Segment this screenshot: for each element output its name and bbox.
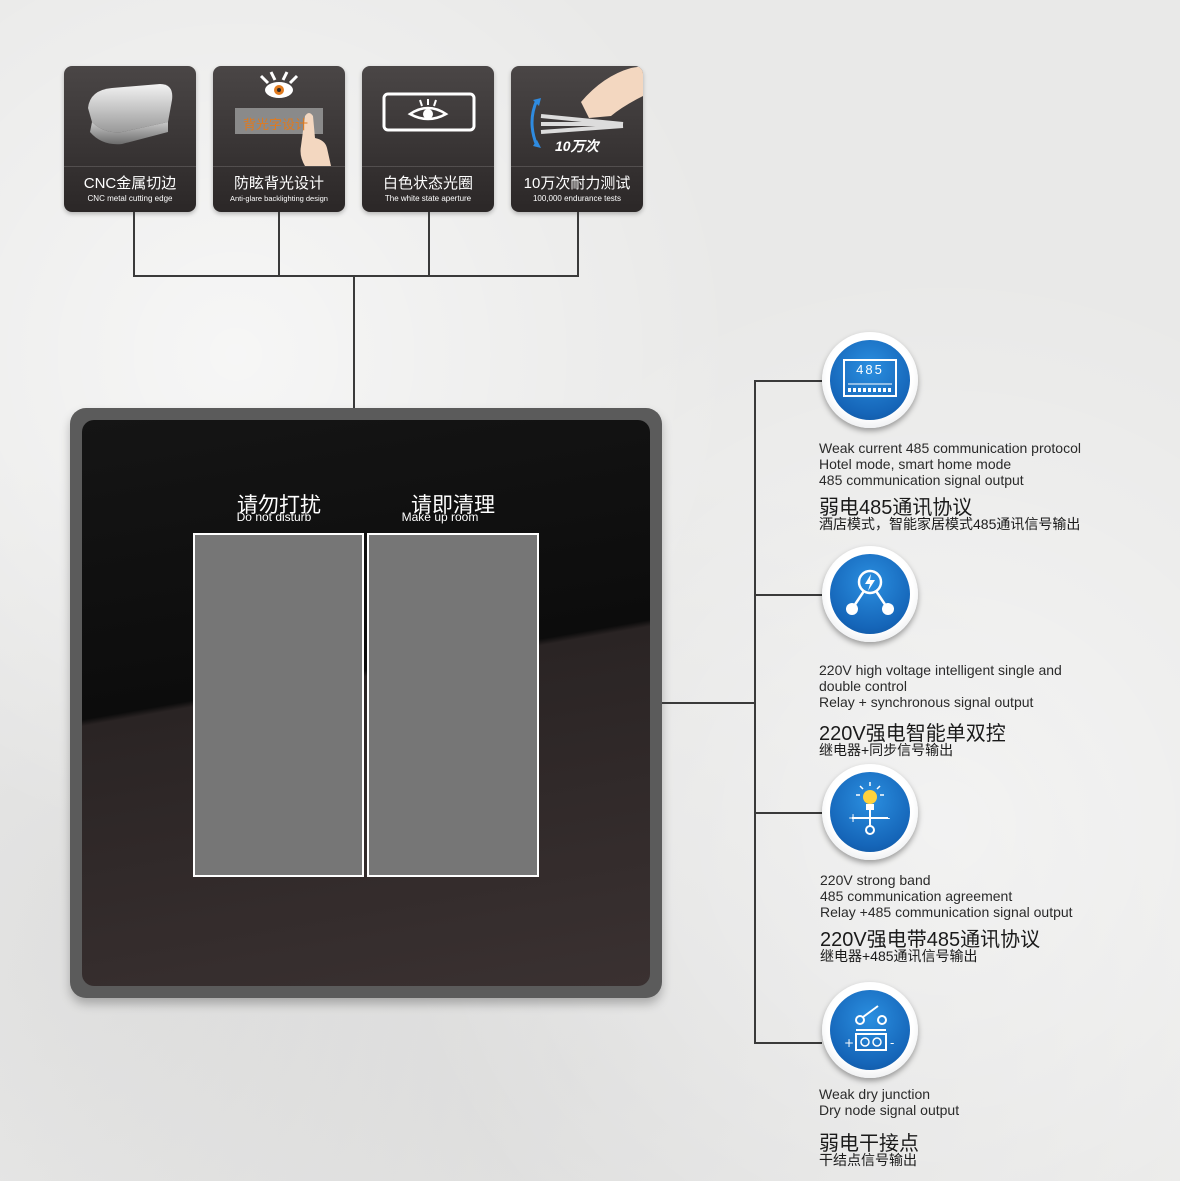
feature-title-cn: 弱电485通讯协议 <box>819 497 973 519</box>
switch-panel-glass <box>82 420 650 986</box>
do-not-disturb-button[interactable] <box>193 533 364 877</box>
feature-title-cn: 白色状态光圈 <box>382 175 473 192</box>
feature-icon-circle: + - <box>822 764 918 860</box>
feature-icon-circle <box>822 546 918 642</box>
button-label-cn: 请即清理 <box>411 494 495 517</box>
feature-title-en: The white state aperture <box>384 194 472 203</box>
svg-text:-: - <box>886 811 890 825</box>
feature-icon-circle: 485 <box>822 332 918 428</box>
feature-title-cn: 10万次耐力测试 <box>523 175 631 192</box>
feature-card-aperture: 白色状态光圈 The white state aperture <box>362 66 494 212</box>
button-label-en: Do not disturb <box>236 510 312 524</box>
feature-subtitle-cn: 干结点信号输出 <box>819 1152 917 1168</box>
feature-card-cnc: CNC金属切边 CNC metal cutting edge <box>64 66 196 212</box>
connector-line <box>754 812 822 814</box>
svg-text:+: + <box>844 1036 854 1050</box>
feature-desc-en: Weak current 485 communication protocol … <box>819 440 1081 488</box>
make-up-room-button[interactable] <box>367 533 539 877</box>
svg-text:+: + <box>848 811 858 825</box>
feature-title-en: 100,000 endurance tests <box>532 194 622 203</box>
feature-subtitle-cn: 酒店模式，智能家居模式485通讯信号输出 <box>819 516 1081 532</box>
feature-icon-circle: + - <box>822 982 918 1078</box>
press-test-icon <box>530 66 643 148</box>
connector-line <box>754 594 822 596</box>
lightbulb-relay-icon: + - <box>848 782 890 835</box>
dry-contact-icon: + - <box>844 1005 894 1051</box>
svg-text:-: - <box>890 1036 894 1050</box>
feature-subtitle-cn: 继电器+485通讯信号输出 <box>820 948 978 964</box>
connector-line <box>133 275 579 277</box>
eye-aperture-icon <box>382 92 476 132</box>
connector-line <box>278 212 280 276</box>
connector-line <box>662 702 755 704</box>
rs485-icon <box>843 359 897 397</box>
feature-title-cn: CNC金属切边 <box>83 175 177 192</box>
feature-title-cn: 220V强电带485通讯协议 <box>820 929 1041 951</box>
feature-title-cn: 防眩背光设计 <box>233 175 324 192</box>
feature-title-en: Anti-glare backlighting design <box>230 194 328 203</box>
connector-line <box>428 212 430 276</box>
feature-desc-en: 220V strong band 485 communication agree… <box>820 872 1073 920</box>
eye-backlight-icon <box>235 71 331 166</box>
feature-card-endurance: 10万次 10万次耐力测试 100,000 endurance tests <box>511 66 643 212</box>
connector-line <box>353 275 355 409</box>
metal-edge-icon <box>88 84 173 145</box>
feature-desc-en: Weak dry junction Dry node signal output <box>819 1086 960 1118</box>
feature-title-cn: 220V强电智能单双控 <box>819 723 1006 745</box>
feature-title-cn: 弱电干接点 <box>819 1133 919 1155</box>
endurance-count-art: 10万次 <box>555 138 599 154</box>
button-label-cn: 请勿打扰 <box>237 494 321 517</box>
rs485-icon-text: 485 <box>856 362 884 377</box>
backlight-text-art: 背光字设计 <box>243 117 309 132</box>
connector-line <box>754 380 822 382</box>
connector-line <box>133 212 135 276</box>
button-label-en: Make up room <box>401 510 479 524</box>
connector-line <box>754 381 756 1044</box>
feature-subtitle-cn: 继电器+同步信号输出 <box>819 742 954 758</box>
feature-title-en: CNC metal cutting edge <box>87 194 173 203</box>
high-voltage-node-icon <box>846 569 894 615</box>
feature-card-antiglare: 背光字设计 防眩背光设计 Anti-glare backlighting des… <box>213 66 345 212</box>
connector-line <box>754 1042 822 1044</box>
connector-line <box>577 212 579 276</box>
feature-desc-en: 220V high voltage intelligent single and… <box>819 662 1062 710</box>
